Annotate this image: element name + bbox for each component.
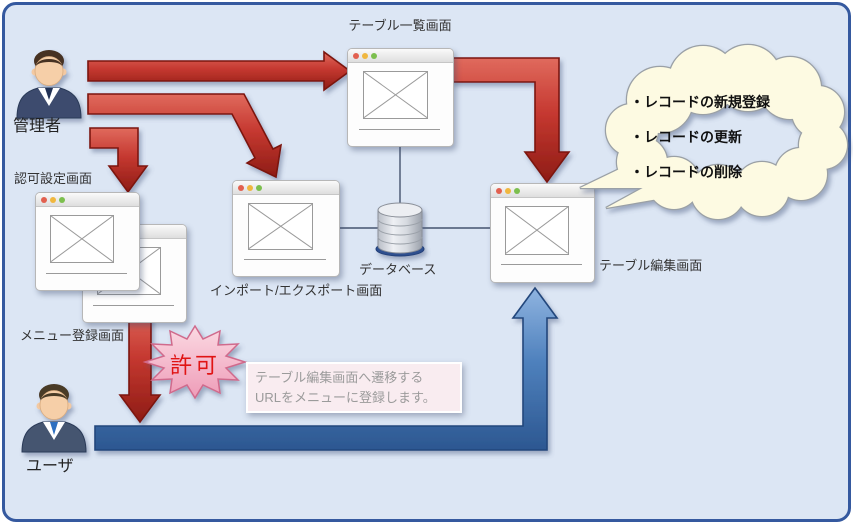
connector-lines xyxy=(338,145,490,229)
admin-tie xyxy=(45,88,53,100)
admin-face xyxy=(34,56,64,86)
arrow-table-list-to-table-edit xyxy=(451,57,571,184)
red-arrows xyxy=(87,50,571,424)
permission-burst xyxy=(142,324,248,400)
database-top xyxy=(377,202,423,218)
arrow-admin-to-auth-setting xyxy=(89,127,149,194)
arrow-admin-to-table-list xyxy=(87,50,352,92)
user-fringe xyxy=(40,393,68,401)
user-face xyxy=(39,390,69,420)
database-ridges xyxy=(377,218,423,245)
admin-fringe xyxy=(35,59,63,67)
cloud-fill xyxy=(580,45,847,219)
user-tie xyxy=(50,422,58,435)
arrow-admin-to-import-export xyxy=(87,93,283,179)
user-icon xyxy=(21,384,87,453)
database-body xyxy=(377,209,423,254)
database-icon xyxy=(375,202,425,257)
arrow-user-to-table-edit xyxy=(94,286,559,451)
admin-icon xyxy=(16,50,82,119)
